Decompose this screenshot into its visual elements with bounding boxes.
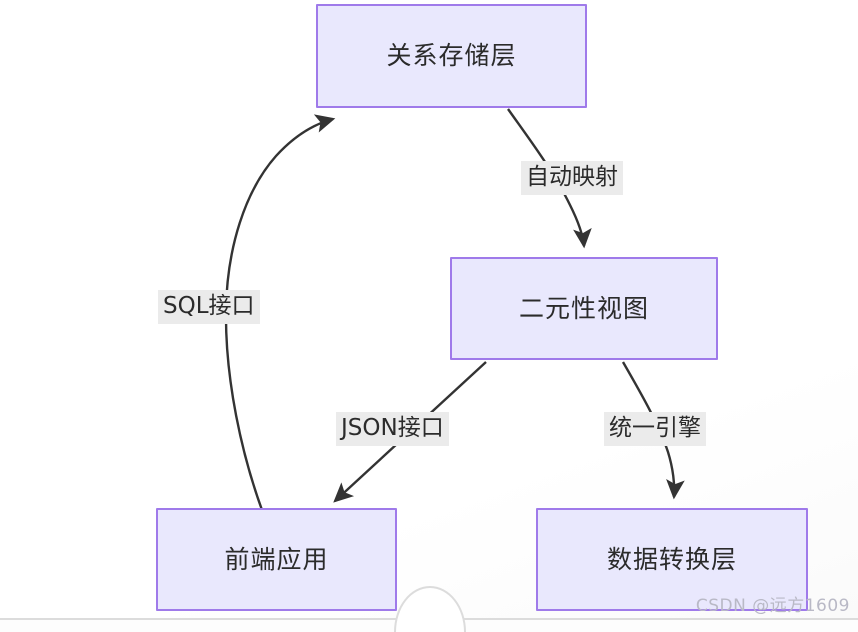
watermark: CSDN @远方1609	[695, 596, 850, 616]
node-frontend-application[interactable]: 前端应用	[156, 508, 397, 611]
edge-label-sql-interface: SQL接口	[158, 290, 260, 324]
edge-label-auto-mapping: 自动映射	[521, 161, 623, 195]
node-label-relational-storage-layer: 关系存储层	[386, 41, 517, 70]
node-data-transformation-layer[interactable]: 数据转换层	[536, 508, 808, 611]
edge-label-unified-engine: 统一引擎	[604, 412, 706, 446]
node-duality-view[interactable]: 二元性视图	[450, 257, 718, 360]
node-label-frontend-application: 前端应用	[224, 544, 329, 574]
node-label-data-transformation-layer: 数据转换层	[606, 544, 737, 574]
node-label-duality-view: 二元性视图	[518, 293, 649, 323]
edge-label-json-interface: JSON接口	[336, 412, 449, 446]
node-relational-storage-layer[interactable]: 关系存储层	[316, 4, 587, 108]
